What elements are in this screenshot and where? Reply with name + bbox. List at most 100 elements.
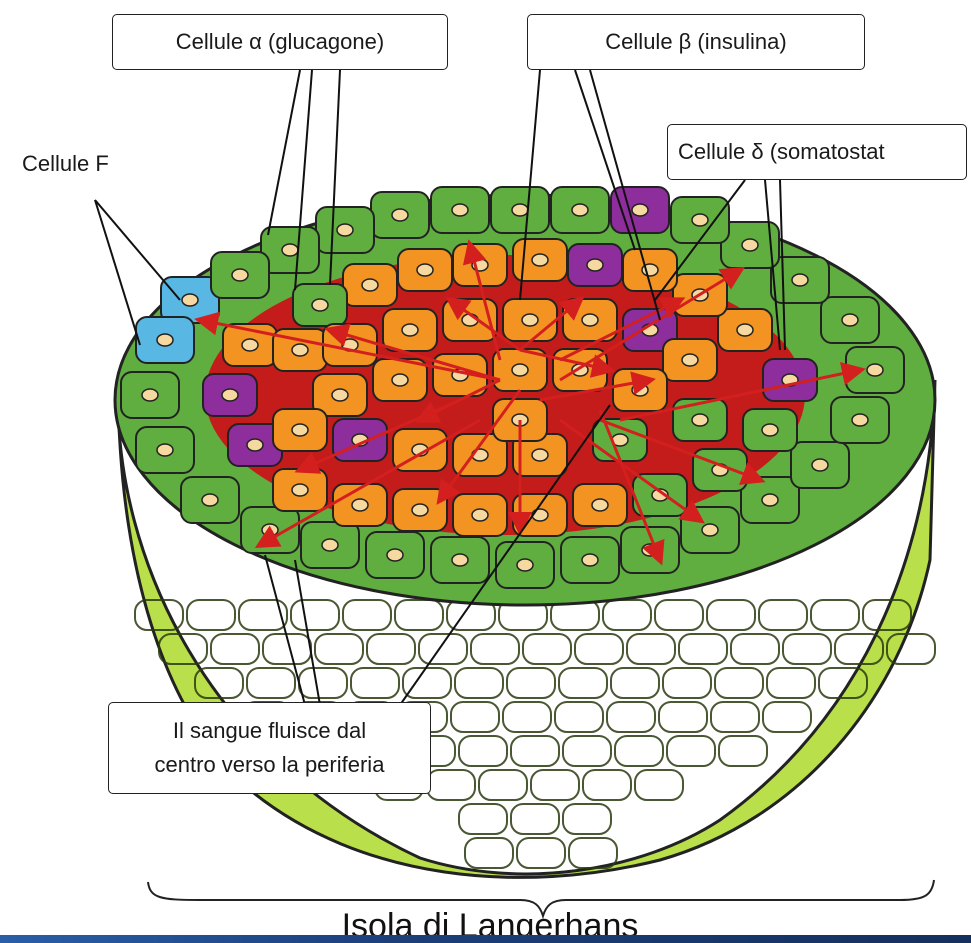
outer-cell	[459, 804, 507, 834]
cell-nucleus	[532, 449, 548, 461]
cell-nucleus	[222, 389, 238, 401]
beta-cell	[503, 299, 557, 341]
cell-nucleus	[202, 494, 218, 506]
beta-cell	[398, 249, 452, 291]
cell-nucleus	[692, 414, 708, 426]
outer-cell	[575, 634, 623, 664]
cell-nucleus	[582, 554, 598, 566]
beta-cells-label: Cellule β (insulina)	[527, 14, 865, 70]
cell-nucleus	[702, 524, 718, 536]
cell-nucleus	[262, 524, 278, 536]
delta-cell	[203, 374, 257, 416]
cell-nucleus	[472, 509, 488, 521]
outer-cell	[315, 634, 363, 664]
alpha-cell	[551, 187, 609, 233]
blood-flow-label-line1: Il sangue fluisce dal	[173, 714, 366, 748]
outer-cell	[607, 702, 655, 732]
outer-cell	[603, 600, 651, 630]
pointer-line	[268, 70, 300, 235]
outer-cell	[583, 770, 631, 800]
alpha-cell	[371, 192, 429, 238]
outer-cell	[655, 600, 703, 630]
alpha-cell	[496, 542, 554, 588]
cell-nucleus	[312, 299, 328, 311]
outer-cell	[663, 668, 711, 698]
outer-cell	[479, 770, 527, 800]
f-cells-label: Cellule F	[22, 150, 109, 178]
delta-cell	[568, 244, 622, 286]
outer-cell	[707, 600, 755, 630]
alpha-cell	[491, 187, 549, 233]
outer-cell	[731, 634, 779, 664]
outer-cell	[719, 736, 767, 766]
alpha-cell	[301, 522, 359, 568]
outer-cell	[465, 838, 513, 868]
outer-cell	[471, 634, 519, 664]
cell-nucleus	[692, 214, 708, 226]
alpha-cell	[431, 537, 489, 583]
cell-nucleus	[292, 344, 308, 356]
cell-nucleus	[522, 314, 538, 326]
cell-nucleus	[592, 499, 608, 511]
alpha-cell	[791, 442, 849, 488]
cell-nucleus	[157, 444, 173, 456]
cell-nucleus	[337, 224, 353, 236]
alpha-cell	[211, 252, 269, 298]
cell-nucleus	[532, 509, 548, 521]
outer-cell	[759, 600, 807, 630]
cell-nucleus	[452, 204, 468, 216]
cell-nucleus	[282, 244, 298, 256]
outer-cell	[343, 600, 391, 630]
outer-cell	[395, 600, 443, 630]
cell-nucleus	[332, 389, 348, 401]
outer-cell	[291, 600, 339, 630]
cell-nucleus	[512, 364, 528, 376]
f-cell	[136, 317, 194, 363]
outer-cell	[351, 668, 399, 698]
outer-cell	[211, 634, 259, 664]
outer-cell	[247, 668, 295, 698]
beta-cell	[453, 494, 507, 536]
alpha-cell	[593, 419, 647, 461]
cell-nucleus	[392, 209, 408, 221]
alpha-cell	[671, 197, 729, 243]
bottom-bar	[0, 935, 971, 943]
outer-cell	[517, 838, 565, 868]
cell-nucleus	[632, 204, 648, 216]
beta-cell	[343, 264, 397, 306]
alpha-cell	[293, 284, 347, 326]
alpha-cell	[136, 427, 194, 473]
outer-cell	[711, 702, 759, 732]
outer-cell	[611, 668, 659, 698]
cell-nucleus	[182, 294, 198, 306]
beta-cell	[273, 409, 327, 451]
alpha-cell	[431, 187, 489, 233]
delta-cells-label: Cellule δ (somatostat	[667, 124, 967, 180]
cell-nucleus	[867, 364, 883, 376]
outer-cell	[367, 634, 415, 664]
cell-nucleus	[532, 254, 548, 266]
outer-cell	[511, 804, 559, 834]
outer-cell	[455, 668, 503, 698]
outer-cell	[563, 736, 611, 766]
outer-cell	[531, 770, 579, 800]
cell-nucleus	[387, 549, 403, 561]
beta-cell	[718, 309, 772, 351]
alpha-cell	[693, 449, 747, 491]
outer-cell	[503, 702, 551, 732]
alpha-cell	[741, 477, 799, 523]
cell-nucleus	[632, 384, 648, 396]
alpha-cell	[366, 532, 424, 578]
cell-nucleus	[292, 424, 308, 436]
beta-cell	[383, 309, 437, 351]
blood-flow-label: Il sangue fluisce dal centro verso la pe…	[108, 702, 431, 794]
alpha-cell	[241, 507, 299, 553]
cell-nucleus	[412, 504, 428, 516]
outer-cell	[507, 668, 555, 698]
outer-cell	[523, 634, 571, 664]
cell-nucleus	[742, 239, 758, 251]
outer-cell	[559, 668, 607, 698]
alpha-cells-label: Cellule α (glucagone)	[112, 14, 448, 70]
cell-nucleus	[352, 499, 368, 511]
